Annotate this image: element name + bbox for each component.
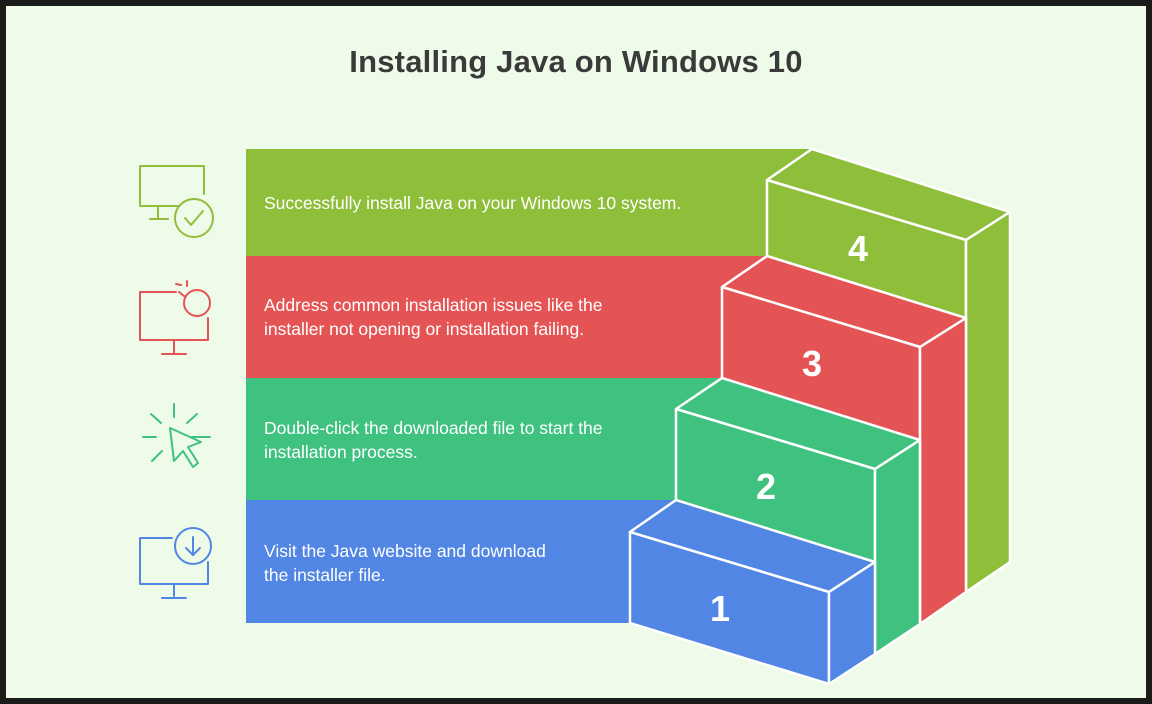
step-3-number: 3 (802, 343, 822, 384)
step-1-text-line1: Visit the Java website and download (264, 541, 546, 561)
step-1-band (246, 500, 676, 623)
step-3-side (918, 316, 968, 626)
step-2-text-line2: installation process. (264, 442, 418, 462)
page-title: Installing Java on Windows 10 (349, 44, 803, 79)
step-2-text-line1: Double-click the downloaded file to star… (264, 418, 603, 438)
step-3-text-line1: Address common installation issues like … (264, 295, 603, 315)
step-3-band (246, 256, 767, 378)
step-4-side (964, 210, 1012, 594)
monitor-check-icon (139, 165, 214, 238)
step-2-number: 2 (756, 466, 776, 507)
step-1-side (827, 560, 877, 686)
step-1-number: 1 (710, 588, 730, 629)
step-2-band (246, 378, 722, 500)
cursor-click-icon (142, 403, 211, 468)
step-1-text-line2: the installer file. (264, 565, 386, 585)
step-3-text-line2: installer not opening or installation fa… (264, 319, 584, 339)
step-1: 1 Visit the Java website and download th… (246, 498, 877, 686)
step-2-side (873, 438, 922, 656)
step-4-number: 4 (848, 228, 868, 269)
monitor-error-icon (139, 280, 211, 355)
step-4: 4 Successfully install Java on your Wind… (246, 147, 1012, 594)
step-4-band (246, 149, 812, 256)
step-4-text-line1: Successfully install Java on your Window… (264, 193, 681, 213)
monitor-download-icon (139, 527, 212, 599)
